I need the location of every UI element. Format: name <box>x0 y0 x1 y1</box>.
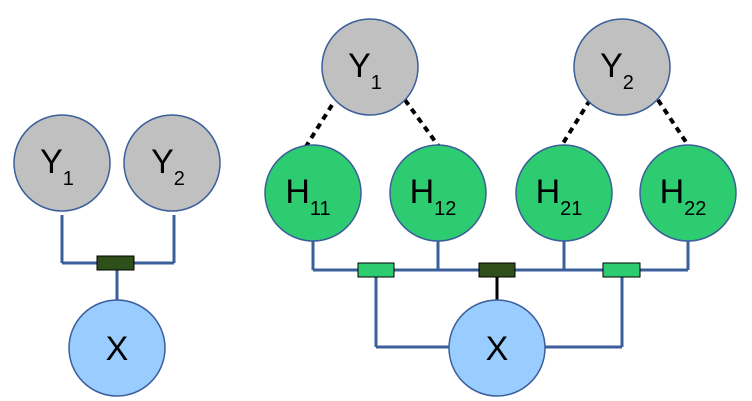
left-factor-node <box>96 255 135 271</box>
left-x-label: X <box>106 330 129 368</box>
right-factor-right <box>602 262 641 278</box>
right-node-h12: H12 <box>389 144 487 242</box>
right-node-h22: H22 <box>639 144 737 242</box>
h12-subscript: 12 <box>434 198 456 220</box>
h22-label: H <box>660 173 685 211</box>
h21-label: H <box>536 173 561 211</box>
dashed-edge-y1-h12 <box>403 98 442 150</box>
svg-text:H11: H11 <box>285 173 330 220</box>
svg-text:Y2: Y2 <box>151 143 185 190</box>
svg-text:H21: H21 <box>536 173 583 220</box>
left-node-y2: Y2 <box>123 114 221 212</box>
left-y2-label: Y <box>151 143 174 181</box>
h21-subscript: 21 <box>560 198 582 220</box>
svg-text:H22: H22 <box>660 173 707 220</box>
right-factor-left <box>357 262 395 278</box>
right-node-x: X <box>448 299 546 397</box>
right-y2-subscript: 2 <box>623 72 634 94</box>
right-node-y1: Y1 <box>321 18 419 116</box>
svg-text:Y1: Y1 <box>40 143 74 190</box>
right-factor-center <box>478 262 516 278</box>
right-model-edges <box>303 98 692 349</box>
left-y2-subscript: 2 <box>174 168 185 190</box>
right-y2-label: Y <box>600 47 623 85</box>
left-node-y1: Y1 <box>13 114 111 212</box>
svg-text:Y1: Y1 <box>348 47 382 94</box>
h22-subscript: 22 <box>684 198 706 220</box>
right-model-nodes: Y1 Y2 H11 H12 <box>264 18 737 397</box>
left-y1-subscript: 1 <box>63 168 74 190</box>
right-y1-label: Y <box>348 47 371 85</box>
right-node-h21: H21 <box>515 144 613 242</box>
svg-text:H12: H12 <box>410 173 457 220</box>
left-y1-label: Y <box>40 143 63 181</box>
dashed-edge-y2-h22 <box>656 98 692 150</box>
h11-label: H <box>285 173 310 211</box>
right-node-y2: Y2 <box>573 18 671 116</box>
right-node-h11: H11 <box>264 144 362 242</box>
dashed-edge-y1-h11 <box>303 103 334 150</box>
right-x-label: X <box>486 330 509 368</box>
left-model-edges <box>60 215 176 300</box>
svg-text:Y2: Y2 <box>600 47 634 94</box>
right-y1-subscript: 1 <box>371 72 382 94</box>
h12-label: H <box>410 173 435 211</box>
h11-subscript: 11 <box>310 198 331 220</box>
left-node-x: X <box>68 299 166 397</box>
left-model-nodes: Y1 Y2 X <box>13 114 221 397</box>
dashed-edge-y2-h21 <box>558 98 592 150</box>
